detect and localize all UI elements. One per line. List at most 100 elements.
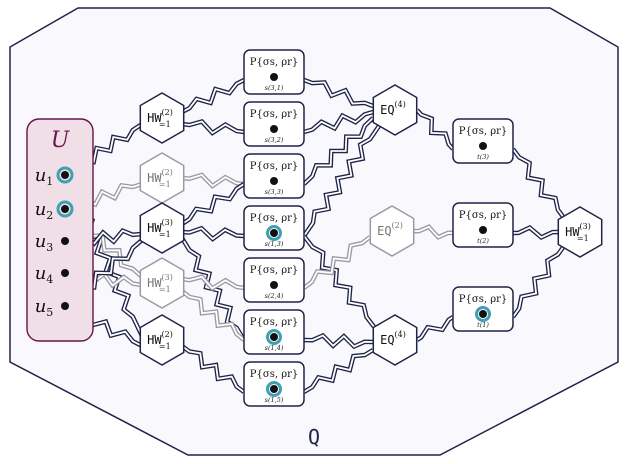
- wire-21: [302, 124, 381, 238]
- p-box-dot-s13: [270, 229, 278, 237]
- wire-19: [303, 109, 374, 135]
- gate-eq3: EQ(4): [372, 314, 418, 366]
- p-box-label-t1: P{σs, ρr}: [459, 294, 507, 305]
- wire-31: [511, 244, 566, 319]
- p-box-dot-t1: [479, 310, 487, 318]
- u-highlight-ring-2: [56, 200, 74, 218]
- p-box-s15: P{σs, ρr} s(1,5): [243, 361, 305, 407]
- gate-hw2: HW(2)=1: [139, 152, 185, 204]
- wire-26: [415, 108, 455, 151]
- u-set-panel: Uu1 u2 u3 u4 u5: [26, 118, 94, 342]
- p-box-label-s14: P{σs, ρr}: [250, 317, 298, 328]
- gate-hw5: HW(2)=1: [139, 314, 185, 366]
- gate-label-hw5: HW(2)=1: [147, 330, 173, 351]
- p-box-index-t1: t(1): [477, 321, 489, 329]
- u-element-label-1: u1: [35, 165, 54, 188]
- gate-hw6: HW(3)=1: [557, 206, 603, 258]
- wire-27: [413, 224, 454, 240]
- wire-18: [303, 77, 374, 109]
- p-box-s32: P{σs, ρr}s(3,2): [243, 101, 305, 147]
- u-element-dot-2: [61, 205, 69, 213]
- p-box-highlight-s14: [266, 329, 282, 345]
- p-box-index-t2: t(2): [477, 237, 489, 245]
- p-box-label-s15: P{σs, ρr}: [250, 369, 298, 380]
- gate-label-eq2: EQ(2): [377, 221, 403, 238]
- p-box-index-t3: t(3): [477, 153, 489, 161]
- gate-label-hw6: HW(3)=1: [565, 222, 591, 243]
- p-box-highlight-s15: [266, 381, 282, 397]
- wire-17: [180, 344, 246, 394]
- gate-label-eq3: EQ(4): [380, 330, 406, 347]
- p-box-t3: P{σs, ρr} t(3): [452, 118, 514, 164]
- wire-24: [303, 332, 374, 350]
- p-box-dot-s32: [270, 125, 278, 133]
- p-box-layer: P{σs, ρr}s(3,1)P{σs, ρr}s(3,2)P{σs, ρr}s…: [243, 49, 514, 407]
- u-element-label-3: u3: [35, 231, 54, 254]
- wire-23: [302, 235, 372, 290]
- p-box-dot-t2: [479, 226, 487, 234]
- gate-layer: HW(2)=1HW(2)=1HW(3)=1HW(3)=1HW(2)=1HW(3)…: [139, 84, 603, 366]
- p-box-index-s31: s(3,1): [265, 84, 284, 92]
- p-box-index-s24: s(2,4): [265, 292, 284, 300]
- wire-16: [180, 289, 246, 342]
- wire-29: [511, 147, 566, 220]
- u-element-dot-4: [61, 269, 69, 277]
- wire-15: [181, 274, 245, 292]
- wire-22: [302, 234, 377, 330]
- p-box-label-s33: P{σs, ρr}: [250, 161, 298, 172]
- p-box-s24: P{σs, ρr} s(2,4): [243, 257, 305, 303]
- u-element-label-5: u5: [35, 296, 54, 319]
- p-box-s14: P{σs, ρr} s(1,4): [243, 309, 305, 355]
- p-box-dot-s31: [270, 73, 278, 81]
- wire-13: [181, 225, 245, 242]
- gate-hw1: HW(2)=1: [139, 92, 185, 144]
- wire-28: [415, 315, 455, 342]
- p-box-dot-s14: [270, 333, 278, 341]
- p-box-dot-s33: [270, 177, 278, 185]
- p-box-index-s14: s(1,4): [265, 344, 284, 352]
- p-box-dot-s24: [270, 281, 278, 289]
- gate-label-hw4: HW(3)=1: [147, 273, 173, 294]
- p-box-label-s13: P{σs, ρr}: [250, 213, 298, 224]
- gate-hw4: HW(3)=1: [139, 257, 185, 309]
- p-box-label-s31: P{σs, ρr}: [250, 57, 298, 68]
- gate-label-hw2: HW(2)=1: [147, 168, 173, 189]
- p-box-dot-s15: [270, 385, 278, 393]
- u-element-label-4: u4: [35, 263, 54, 286]
- gate-eq2: EQ(2): [369, 205, 415, 257]
- p-box-label-s32: P{σs, ρr}: [250, 109, 298, 120]
- u-highlight-ring-1: [56, 166, 74, 184]
- u-panel-box: [26, 118, 94, 342]
- u-element-dot-5: [61, 302, 69, 310]
- wire-12: [180, 182, 246, 226]
- p-box-index-s13: s(1,3): [265, 240, 284, 248]
- p-box-t1: P{σs, ρr} t(1): [452, 286, 514, 332]
- p-box-t2: P{σs, ρr} t(2): [452, 202, 514, 248]
- wire-9: [180, 77, 246, 115]
- wire-20: [302, 116, 375, 186]
- u-element-dot-3: [61, 237, 69, 245]
- p-box-dot-t3: [479, 142, 487, 150]
- wire-11: [181, 172, 245, 189]
- outer-label-q: Q: [308, 425, 320, 449]
- u-element-label-2: u2: [35, 199, 54, 222]
- p-box-index-s15: s(1,5): [265, 396, 284, 404]
- p-box-s31: P{σs, ρr} s(3,1): [243, 49, 305, 95]
- p-box-label-t3: P{σs, ρr}: [459, 126, 507, 137]
- u-element-dot-1: [61, 171, 69, 179]
- u-panel-title: U: [51, 128, 71, 153]
- wire-10: [181, 118, 245, 136]
- wire-25: [302, 348, 375, 394]
- gate-hw3: HW(3)=1: [139, 202, 185, 254]
- p-box-highlight-t1: [475, 306, 491, 322]
- p-box-label-t2: P{σs, ρr}: [459, 210, 507, 221]
- p-box-highlight-s13: [266, 225, 282, 241]
- wire-30: [512, 224, 559, 241]
- gate-label-eq1: EQ(4): [380, 100, 406, 117]
- gate-label-hw1: HW(2)=1: [147, 108, 173, 129]
- p-box-index-s33: s(3,3): [265, 188, 284, 196]
- p-box-s13: P{σs, ρr} s(1,3): [243, 205, 305, 251]
- gate-eq1: EQ(4): [372, 84, 418, 136]
- p-box-label-s24: P{σs, ρr}: [250, 265, 298, 276]
